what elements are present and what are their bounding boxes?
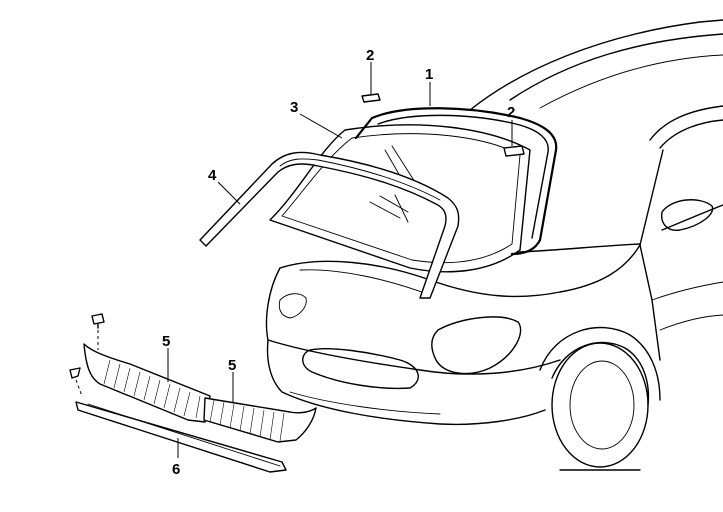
- molding-clip-right: [503, 145, 525, 157]
- cowl-top-panel-left: [83, 343, 211, 423]
- callout-5-left: 5: [162, 333, 170, 350]
- callout-2-left: 2: [366, 47, 374, 64]
- molding-clip-left: [361, 93, 381, 103]
- callout-5-right: 5: [228, 357, 236, 374]
- fastener-clip-upper: [91, 313, 105, 350]
- windshield-molding-side: [199, 151, 460, 299]
- vehicle-body: [265, 19, 723, 471]
- cowl-top-panel-right: [203, 397, 317, 443]
- callout-1: 1: [425, 66, 433, 83]
- callout-2-right: 2: [507, 104, 515, 121]
- windshield-molding-upper: [354, 107, 558, 256]
- callout-4: 4: [208, 167, 217, 184]
- callout-labels: 1 2 2 3 4 5 5 6: [162, 47, 515, 478]
- callout-3: 3: [290, 99, 298, 116]
- leader-lines: [167, 62, 513, 458]
- fastener-clip-lower: [69, 367, 83, 397]
- cowl-seal-strip: [75, 401, 287, 473]
- windshield-glass: [269, 124, 531, 273]
- callout-6: 6: [172, 461, 180, 478]
